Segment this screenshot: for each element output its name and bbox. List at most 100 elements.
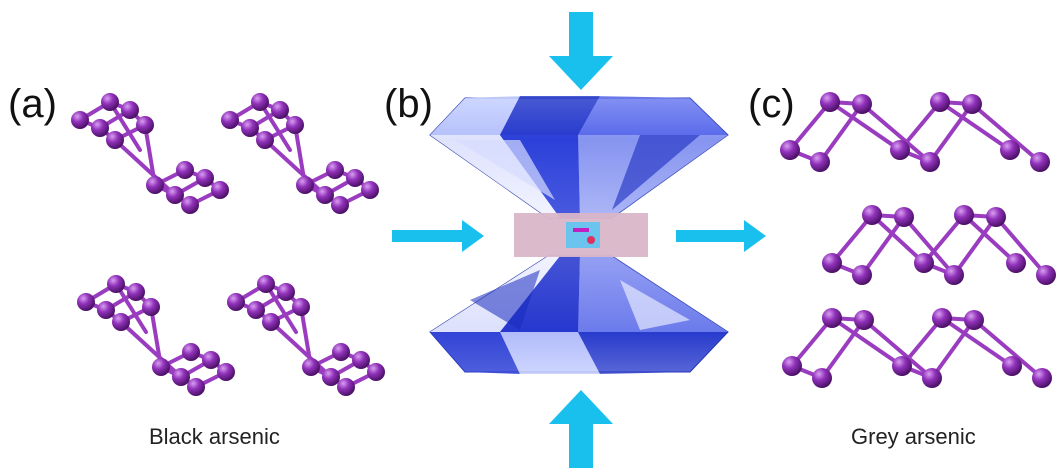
lower-diamond-anvil	[429, 255, 729, 374]
bond	[258, 100, 292, 152]
arsenic-atom	[136, 116, 154, 134]
panel-label-b: (b)	[384, 82, 433, 126]
arsenic-atom	[920, 152, 940, 172]
caption-black-arsenic: Black arsenic	[149, 424, 280, 449]
arsenic-atom	[182, 343, 200, 361]
arsenic-atom	[247, 301, 265, 319]
arsenic-atom	[361, 181, 379, 199]
arsenic-atom	[954, 205, 974, 225]
arsenic-atom	[292, 298, 310, 316]
arsenic-atom	[241, 119, 259, 137]
arsenic-atom	[316, 186, 334, 204]
arsenic-atom	[822, 253, 842, 273]
arsenic-atom	[930, 92, 950, 112]
bond	[790, 316, 834, 368]
arsenic-atom	[271, 101, 289, 119]
arsenic-atom	[812, 368, 832, 388]
arsenic-atom	[986, 207, 1006, 227]
arsenic-atom	[127, 283, 145, 301]
arrow-right-icon	[392, 220, 484, 252]
arsenic-atom	[146, 176, 164, 194]
bond	[994, 215, 1048, 277]
arsenic-atom	[352, 351, 370, 369]
arsenic-atom	[820, 92, 840, 112]
arrow-up-icon	[549, 390, 613, 468]
arsenic-atom	[852, 265, 872, 285]
arsenic-atom	[862, 205, 882, 225]
bond	[940, 316, 1014, 368]
bond	[269, 320, 333, 379]
arsenic-atom	[302, 358, 320, 376]
arsenic-atom	[257, 275, 275, 293]
arsenic-atom	[101, 93, 119, 111]
arsenic-atom	[256, 131, 274, 149]
arsenic-atom	[202, 351, 220, 369]
arsenic-atom	[782, 356, 802, 376]
bond	[962, 213, 1018, 265]
arsenic-atom	[112, 313, 130, 331]
bond	[860, 215, 906, 277]
caption-grey-arsenic: Grey arsenic	[851, 424, 976, 449]
arsenic-atom	[286, 116, 304, 134]
arsenic-atom	[852, 94, 872, 114]
arsenic-atom	[221, 111, 239, 129]
bond	[862, 318, 934, 380]
bond	[818, 102, 864, 164]
bond	[952, 215, 998, 277]
bond	[788, 100, 832, 152]
arsenic-atom	[322, 368, 340, 386]
arsenic-atom	[810, 152, 830, 172]
arsenic-atom	[71, 111, 89, 129]
arsenic-atom	[780, 140, 800, 160]
arsenic-atom	[107, 275, 125, 293]
sample-chamber	[566, 222, 600, 248]
arsenic-atom	[944, 265, 964, 285]
arsenic-atom	[77, 293, 95, 311]
sample-dot	[587, 236, 595, 244]
arsenic-atom	[854, 310, 874, 330]
bond	[820, 318, 866, 380]
arsenic-atom	[251, 93, 269, 111]
bond	[860, 102, 932, 164]
panel-label-c: (c)	[748, 82, 795, 126]
arsenic-atom	[890, 140, 910, 160]
bond	[119, 320, 183, 379]
bond	[930, 318, 976, 380]
bond	[928, 102, 974, 164]
arsenic-atom	[914, 253, 934, 273]
bond	[264, 282, 298, 334]
arsenic-atom	[892, 356, 912, 376]
bond	[900, 316, 944, 368]
arsenic-atom	[346, 169, 364, 187]
arsenic-atom	[932, 308, 952, 328]
bond	[902, 215, 956, 277]
bond	[970, 102, 1042, 164]
panel-label-a: (a)	[8, 82, 57, 126]
arsenic-atom	[217, 363, 235, 381]
black-arsenic-structure	[71, 93, 385, 396]
arsenic-atom	[894, 207, 914, 227]
bond	[113, 138, 177, 197]
arsenic-atom	[1006, 253, 1026, 273]
arsenic-atom	[1000, 140, 1020, 160]
arsenic-atom	[91, 119, 109, 137]
arsenic-atom	[106, 131, 124, 149]
bond	[972, 318, 1044, 380]
upper-diamond-anvil	[429, 96, 729, 219]
bond	[108, 100, 142, 152]
arsenic-atom	[121, 101, 139, 119]
bond	[114, 282, 148, 334]
arsenic-atom	[964, 310, 984, 330]
bond	[870, 213, 926, 265]
arsenic-atom	[181, 196, 199, 214]
arsenic-atom	[822, 308, 842, 328]
sample-bar	[573, 228, 589, 232]
arsenic-atom	[227, 293, 245, 311]
arsenic-atom	[367, 363, 385, 381]
arsenic-atom	[187, 378, 205, 396]
arrow-down-icon	[549, 12, 613, 90]
arsenic-atom	[1032, 368, 1052, 388]
arrow-right-icon	[676, 220, 766, 252]
arsenic-atom	[962, 94, 982, 114]
bond	[938, 100, 1012, 152]
